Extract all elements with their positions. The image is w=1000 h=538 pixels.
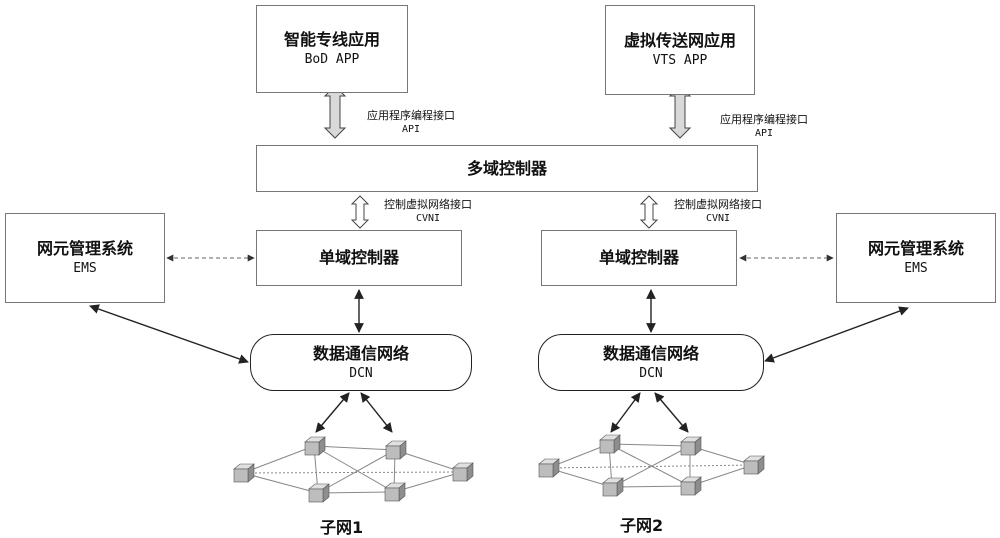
- switch-icon: [602, 477, 624, 497]
- dcn-label-zh: 数据通信网络: [312, 343, 409, 363]
- dcn-subnet-link: [654, 392, 689, 433]
- api-label-right: 应用程序编程接口 API: [708, 112, 820, 141]
- cvni-label-zh: 控制虚拟网络接口: [384, 198, 472, 211]
- switch-icon: [743, 455, 765, 475]
- switch-icon: [384, 482, 406, 502]
- subnet-1-label: 子网1: [320, 518, 364, 537]
- ems-box-left: 网元管理系统 EMS: [5, 213, 165, 303]
- ems-label-zh: 网元管理系统: [36, 239, 133, 258]
- subnet-1-mesh: [242, 445, 463, 494]
- ems-label-en: EMS: [904, 261, 928, 276]
- subnet-2-label: 子网2: [620, 516, 664, 535]
- subnet-2-mesh: [547, 443, 754, 488]
- dcn-label-zh: 数据通信网络: [602, 343, 699, 363]
- cvni-label-left: 控制虚拟网络接口 CVNI: [372, 197, 484, 226]
- dcn-left: 数据通信网络 DCN: [250, 334, 472, 391]
- ems-dcn-link-right: [764, 306, 909, 363]
- ems-label-en: EMS: [73, 261, 97, 276]
- cvni-label-en: CVNI: [705, 213, 731, 224]
- api-label-en: API: [754, 128, 774, 139]
- app-name-zh: 虚拟传送网应用: [623, 31, 736, 50]
- multi-domain-controller: 多域控制器: [256, 145, 758, 192]
- dcn-label-en: DCN: [639, 365, 663, 381]
- app-name-en: BoD APP: [304, 52, 360, 67]
- multi-controller-label: 多域控制器: [466, 158, 547, 178]
- single-domain-controller-right: 单域控制器: [541, 230, 737, 286]
- switch-icon: [385, 440, 407, 460]
- api-label-zh: 应用程序编程接口: [720, 113, 808, 126]
- switch-icon: [680, 436, 702, 456]
- api-label-left: 应用程序编程接口 API: [355, 108, 467, 137]
- ems-label-zh: 网元管理系统: [867, 239, 964, 258]
- api-arrow-left: [323, 85, 347, 139]
- dcn-subnet-link: [360, 392, 393, 433]
- ems-dcn-link-left: [89, 304, 249, 364]
- switch-icon: [452, 462, 474, 482]
- app-name-en: VTS APP: [652, 53, 708, 68]
- vts-app-box: 虚拟传送网应用 VTS APP: [605, 5, 755, 95]
- bod-app-box: 智能专线应用 BoD APP: [256, 5, 408, 93]
- app-name-zh: 智能专线应用: [283, 30, 380, 49]
- cvni-label-en: CVNI: [415, 213, 441, 224]
- dcn-subnet-link: [610, 392, 641, 433]
- switch-icon: [304, 436, 326, 456]
- ems-box-right: 网元管理系统 EMS: [836, 213, 996, 303]
- cvni-label-zh: 控制虚拟网络接口: [674, 198, 762, 211]
- cvni-arrow-right: [639, 195, 659, 229]
- switch-icon: [680, 476, 702, 496]
- cvni-label-right: 控制虚拟网络接口 CVNI: [662, 197, 774, 226]
- dcn-subnet-link: [315, 392, 350, 433]
- api-label-en: API: [401, 124, 421, 135]
- dcn-right: 数据通信网络 DCN: [538, 334, 764, 391]
- dcn-label-en: DCN: [349, 365, 373, 381]
- switch-icon: [538, 458, 560, 478]
- switch-icon: [599, 434, 621, 454]
- single-domain-controller-left: 单域控制器: [256, 230, 462, 286]
- single-controller-label: 单域控制器: [318, 248, 399, 267]
- cvni-arrow-left: [350, 195, 370, 229]
- switch-icon: [308, 483, 330, 503]
- single-controller-label: 单域控制器: [598, 248, 679, 267]
- api-label-zh: 应用程序编程接口: [367, 109, 455, 122]
- switch-icon: [233, 463, 255, 483]
